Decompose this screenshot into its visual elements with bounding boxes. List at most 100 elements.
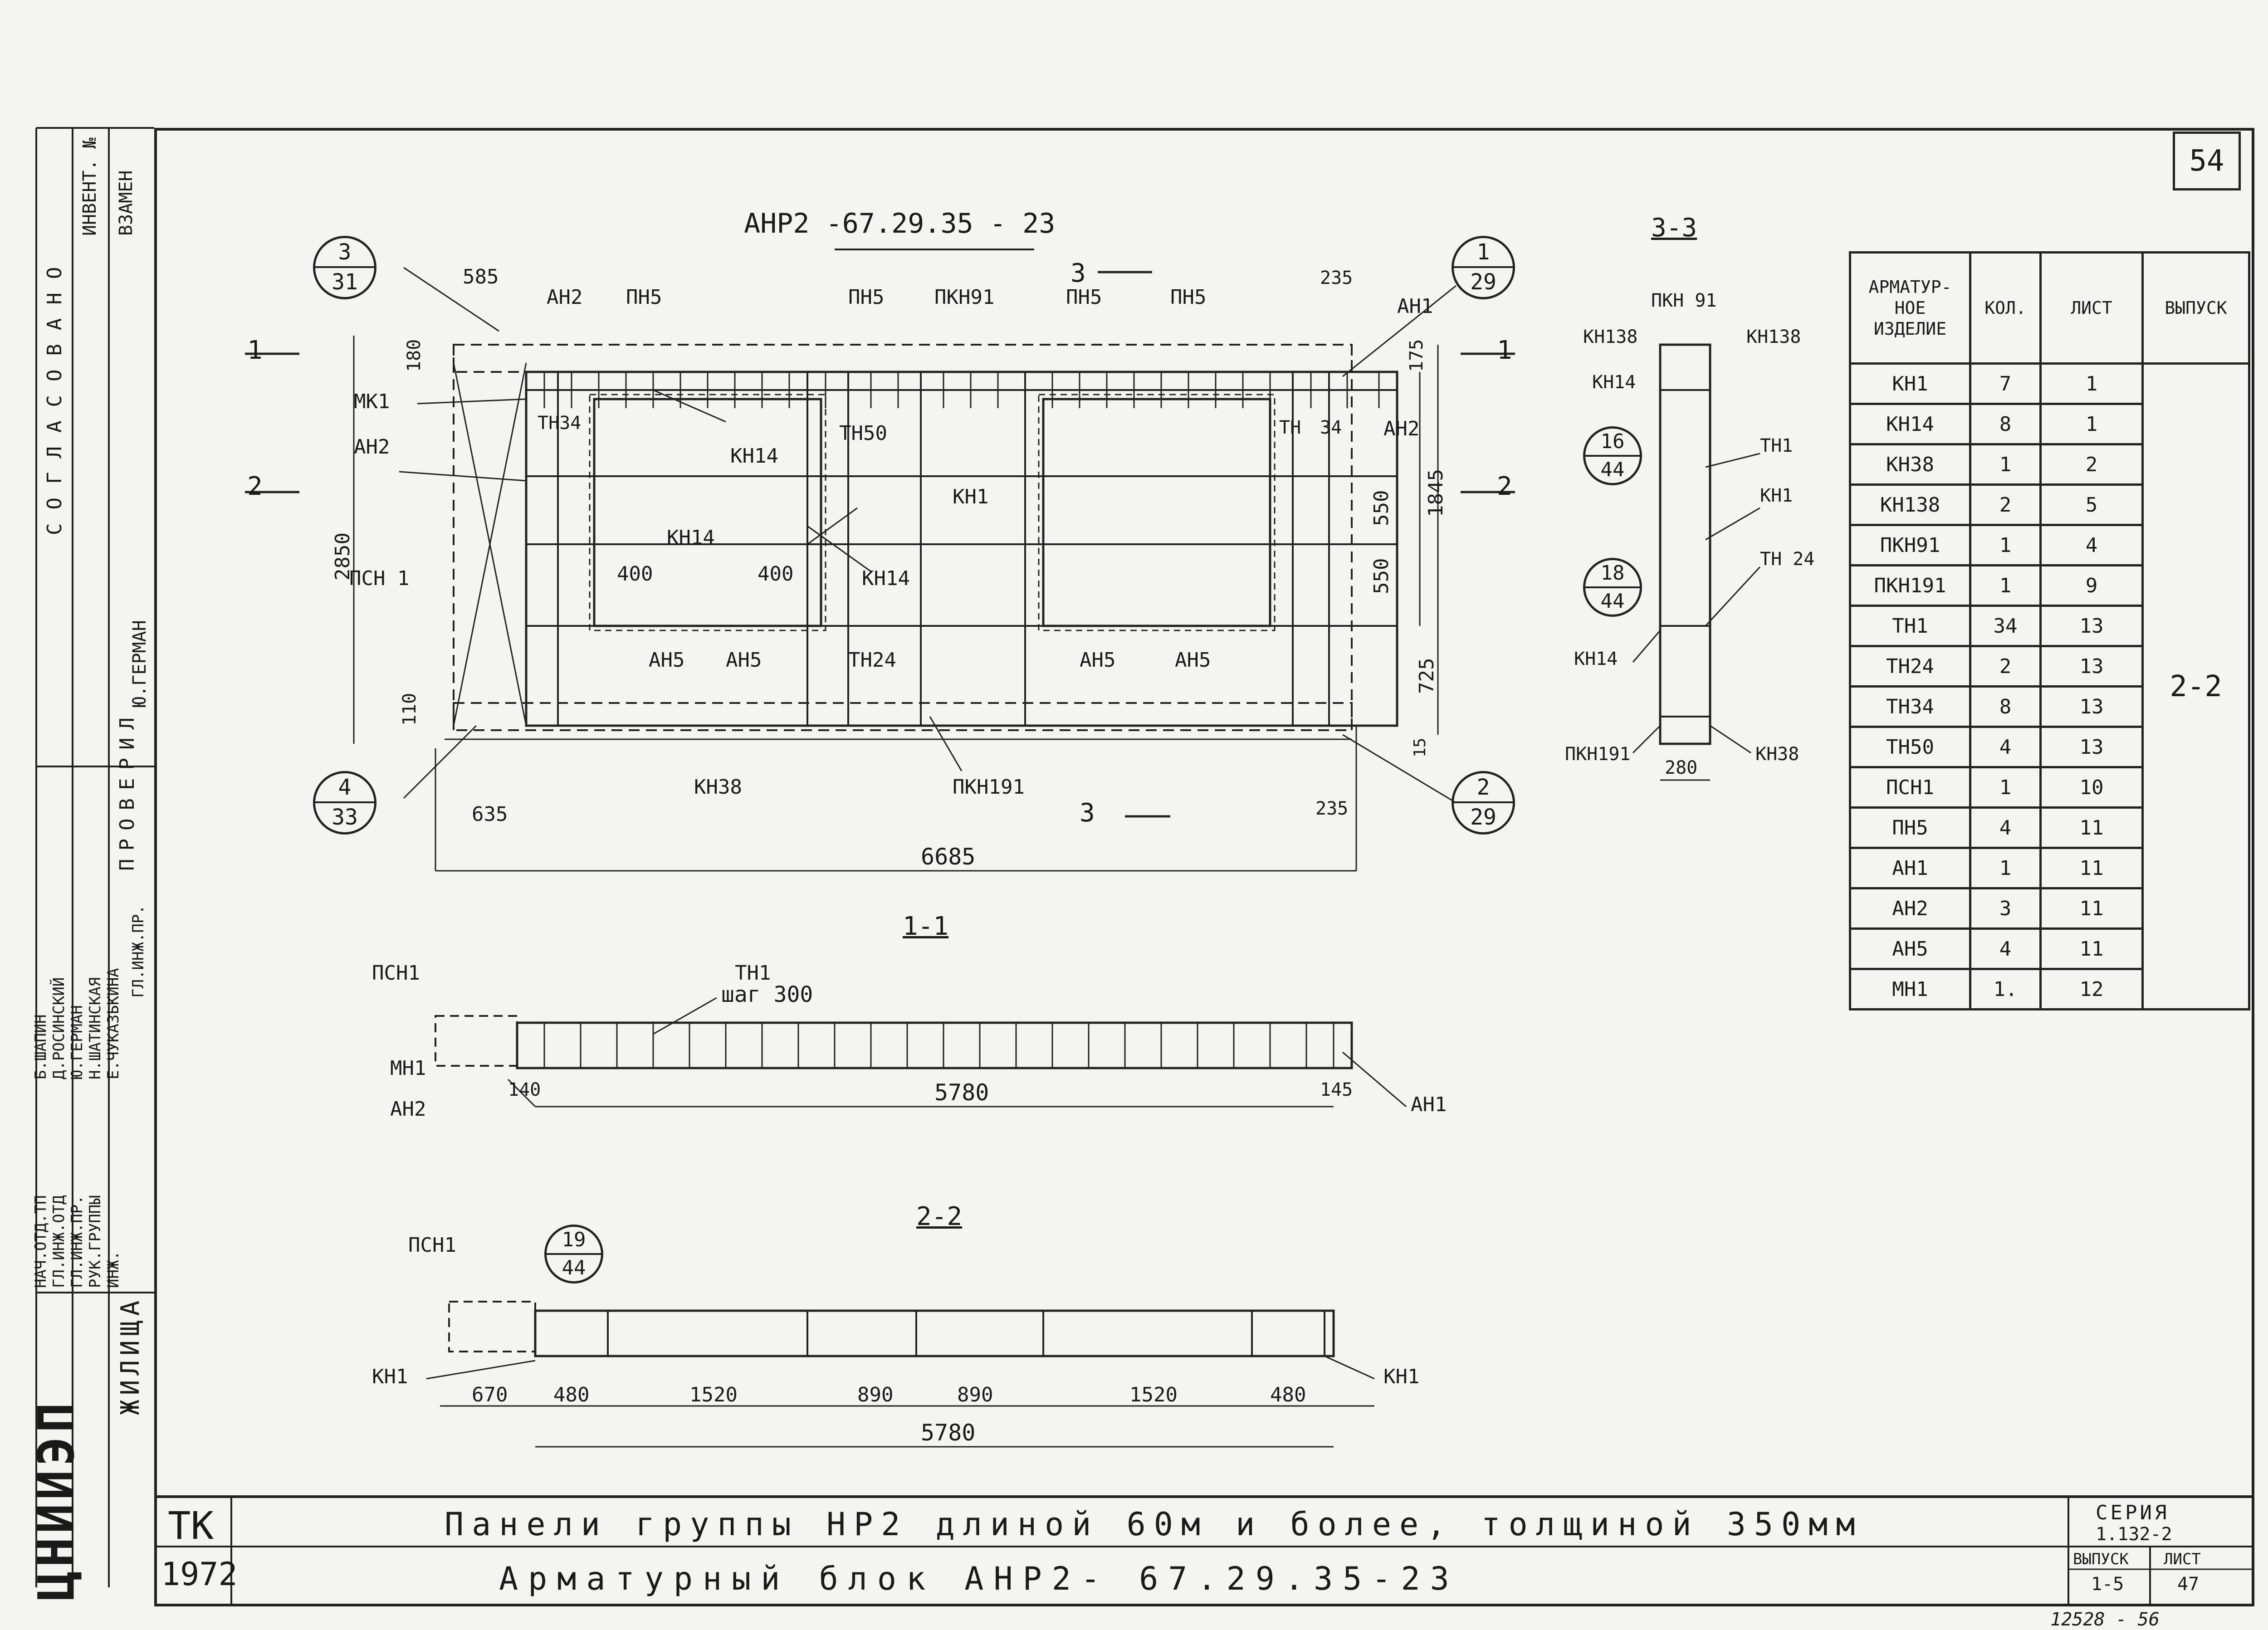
name-cell: Е.ЧУКАЗЬКИНА	[104, 968, 122, 1079]
spec-header: АРМАТУР-НОЕ ИЗДЕЛИЕ	[1849, 251, 1971, 365]
dimension: 235	[1320, 268, 1353, 288]
rebar-label: КН1	[953, 485, 989, 508]
gip-cell: ГЛ.ИНЖ.ПР.	[129, 905, 147, 998]
dimension: 140	[508, 1079, 541, 1100]
dimension: 725	[1415, 658, 1438, 694]
section-mark: 3	[1070, 259, 1086, 288]
rebar-label: КН14	[1592, 372, 1636, 393]
dimension: 400	[617, 562, 653, 586]
pitch-label: шаг 300	[721, 982, 813, 1007]
rebar-label: АН1	[1411, 1093, 1447, 1116]
rebar-label: КН14	[1574, 649, 1618, 669]
rebar-label: КН1	[1760, 485, 1793, 506]
check-cell: ПРОВЕРИЛ	[116, 709, 139, 871]
role-cell: РУК.ГРУППЫ	[86, 1195, 104, 1288]
dimension: 5780	[921, 1420, 976, 1446]
role-cell: НАЧ.ОТД.ТП	[32, 1195, 50, 1288]
dimension: 890	[957, 1383, 993, 1406]
role-cell: ГЛ.ИНЖ.ОТД	[50, 1195, 68, 1288]
rebar-label: ТН 24	[1760, 549, 1815, 570]
name-cell: Н.ШАТИНСКАЯ	[86, 977, 104, 1079]
rebar-label: КН1	[1383, 1365, 1420, 1388]
rebar-label: ПСН1	[372, 961, 420, 985]
dimension: 6685	[921, 844, 976, 870]
rebar-label: ПКН191	[953, 776, 1025, 799]
issue-value: 1-5	[2091, 1574, 2124, 1595]
dimension: 1520	[689, 1383, 738, 1406]
section-mark: 1	[1497, 336, 1512, 365]
sheet-label: ЛИСТ	[2164, 1550, 2201, 1568]
sheet-value: 47	[2177, 1574, 2200, 1595]
rebar-label: ТН	[1279, 417, 1301, 438]
dimension: 2850	[331, 532, 354, 581]
dimension: 175	[1406, 339, 1427, 372]
dept-name: ЖИЛИЩА	[116, 1296, 145, 1415]
rebar-label: ПН5	[1170, 286, 1207, 309]
rebar-label: АН5	[649, 649, 685, 672]
section-mark: 2	[1497, 472, 1512, 501]
rebar-label: КН138	[1746, 327, 1801, 347]
rebar-label: ПН5	[626, 286, 662, 309]
rebar-label: КН1	[372, 1365, 408, 1388]
issue-label: ВЫПУСК	[2073, 1550, 2129, 1568]
section-1-1-title: 1-1	[903, 912, 949, 941]
dimension: 280	[1665, 757, 1698, 778]
replaces-cell: ВЗАМЕН	[116, 170, 137, 236]
rebar-label: АН5	[726, 649, 762, 672]
series-label: СЕРИЯ	[2096, 1501, 2170, 1524]
rebar-label: ПСН 1	[349, 567, 410, 590]
archive-number: 12528 - 56	[2050, 1609, 2160, 1630]
rebar-label: ПН5	[1066, 286, 1102, 309]
dimension: 180	[404, 339, 425, 372]
rebar-label: ТН24	[848, 649, 896, 672]
name-cell: Б.ШАПИН	[32, 1014, 50, 1079]
rebar-label: АН5	[1080, 649, 1116, 672]
section-3-3-title: 3-3	[1651, 213, 1697, 243]
dimension: 480	[553, 1383, 590, 1406]
rebar-label: ТН50	[839, 422, 887, 445]
section-mark: 2	[247, 472, 263, 501]
issue-note: 2-2	[2141, 362, 2250, 1010]
rebar-label: 34	[1320, 417, 1342, 438]
dimension: 1520	[1129, 1383, 1178, 1406]
spec-header: ЛИСТ	[2039, 251, 2144, 365]
rebar-label: АН2	[390, 1098, 426, 1121]
section-mark: 1	[247, 336, 263, 365]
name-cell: Ю.ГЕРМАН	[68, 1005, 86, 1079]
dimension: 110	[399, 693, 420, 726]
rebar-label: АН2	[547, 286, 583, 309]
dimension: 5780	[934, 1079, 989, 1106]
dimension: 585	[463, 265, 499, 288]
rebar-label: ТН1	[735, 961, 771, 985]
name-cell: Д.РОСИНСКИЙ	[50, 977, 68, 1079]
rebar-label: КН38	[1755, 744, 1799, 765]
rebar-label: ТН1	[1760, 435, 1793, 456]
section-mark: 3	[1080, 798, 1095, 828]
dimension: 235	[1315, 798, 1349, 819]
spec-header: ВЫПУСК	[2141, 251, 2250, 365]
rebar-label: КН14	[730, 444, 778, 468]
rebar-label: КН14	[667, 526, 715, 549]
title-line-2: Арматурный блок АНР2- 67.29.35-23	[499, 1560, 1459, 1597]
tk-mark: ТК	[168, 1503, 214, 1548]
